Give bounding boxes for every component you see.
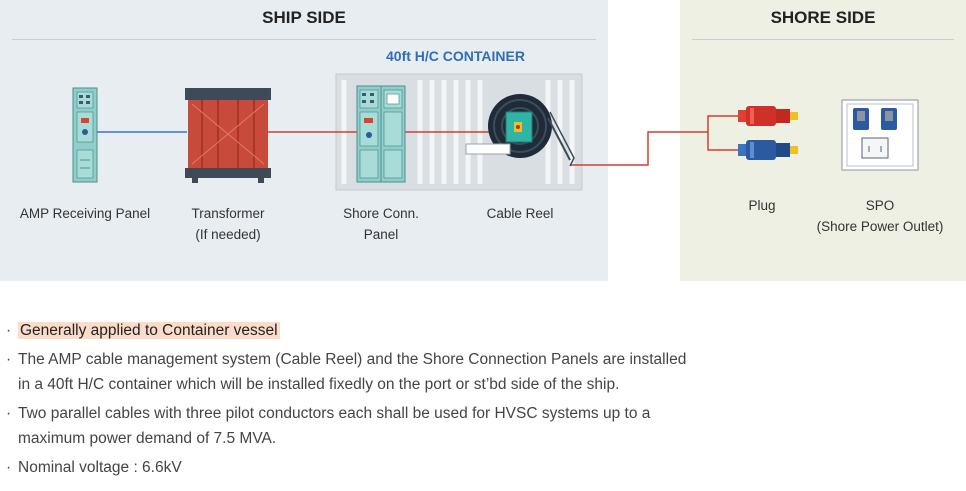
- shore-connection-panel-icon: [356, 85, 406, 183]
- shore-side-title: SHORE SIDE: [770, 8, 876, 27]
- transformer-sublabel: (If needed): [195, 227, 261, 242]
- note-item-3: · Nominal voltage : 6.6kV: [6, 455, 806, 480]
- shore-cable: [570, 131, 708, 166]
- transformer-label: Transformer: [191, 206, 265, 221]
- bullet: ·: [6, 459, 12, 476]
- cable-reel-label: Cable Reel: [486, 206, 554, 221]
- amp-receiving-panel-label: AMP Receiving Panel: [19, 206, 151, 221]
- blue-plug-icon: [738, 140, 798, 160]
- red-plug-icon: [738, 106, 798, 126]
- plug-label: Plug: [748, 198, 776, 213]
- shore-power-outlet-icon: [841, 99, 919, 171]
- note-item-1-line-2: in a 40ft H/C container which will be in…: [18, 376, 620, 393]
- note-item-2: · Two parallel cables with three pilot c…: [6, 401, 806, 451]
- amp-receiving-panel-icon: [72, 87, 98, 183]
- container-title: 40ft H/C CONTAINER: [386, 48, 525, 64]
- spo-label: SPO: [865, 198, 895, 213]
- notes-list: · Generally applied to Container vessel …: [6, 318, 806, 484]
- ship-side-title: SHIP SIDE: [262, 8, 346, 27]
- cable-reel-icon: [465, 94, 575, 167]
- shore-side-divider: [692, 39, 954, 40]
- bullet: ·: [6, 405, 12, 422]
- bullet: ·: [6, 322, 12, 339]
- note-item-2-line-2: maximum power demand of 7.5 MVA.: [18, 430, 277, 447]
- transformer-icon: [185, 88, 271, 183]
- note-item-3-text: Nominal voltage : 6.6kV: [18, 459, 182, 476]
- note-highlight: · Generally applied to Container vessel: [6, 318, 806, 343]
- shore-conn-panel-label: Shore Conn.: [343, 206, 419, 221]
- bullet: ·: [6, 351, 12, 368]
- spo-sublabel: (Shore Power Outlet): [816, 219, 944, 234]
- ship-side-divider: [12, 39, 596, 40]
- note-item-2-line-1: Two parallel cables with three pilot con…: [18, 405, 651, 422]
- note-item-1-line-1: The AMP cable management system (Cable R…: [18, 351, 687, 368]
- plug-split-cable: [707, 115, 738, 151]
- note-item-1: · The AMP cable management system (Cable…: [6, 347, 806, 397]
- shore-conn-panel-sublabel: Panel: [363, 227, 399, 242]
- power-connection-diagram: [72, 73, 919, 191]
- highlight-text: Generally applied to Container vessel: [18, 322, 280, 339]
